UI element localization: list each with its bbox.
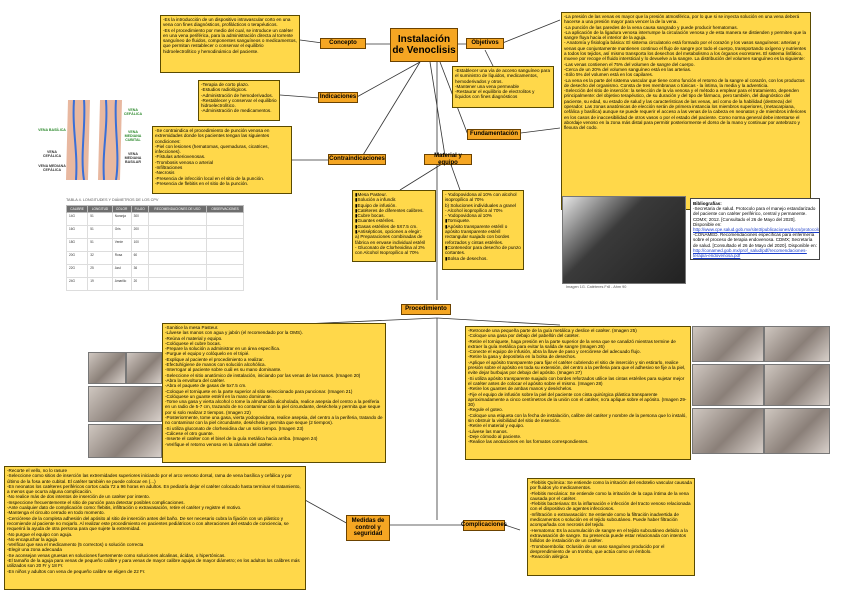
vein-label: VENA CEFÁLICA — [42, 150, 62, 158]
vein-label: VENA MEDIANA BASILAR — [124, 152, 142, 164]
contraindicaciones-text: -Se contraindica el procedimiento de pun… — [152, 126, 292, 194]
procedure-photo — [88, 424, 162, 458]
material-list-left: ▮Mesa Pasteur. ▮Solución a infundir. ▮Eq… — [352, 190, 436, 262]
procedimiento-right-text: -Retrocede una pequeña parte de la guía … — [465, 326, 691, 460]
table-header: CALIBRE — [65, 205, 89, 213]
bibliography-link[interactable]: http://www.cpe.salud.gob.mx/site3/public… — [693, 227, 820, 233]
header-concepto: Concepto — [320, 38, 366, 49]
header-indicaciones: Indicaciones — [318, 92, 358, 103]
header-contraindicaciones: Contraindicaciones — [328, 154, 386, 165]
catheter-caption: Imagen 1G. Catéteres Fr8 - Ahm 90 — [566, 285, 627, 289]
bibliography-entry: -Secretaria de salud. Protocolo para el … — [693, 206, 816, 227]
procedure-photo — [126, 352, 162, 384]
table-header: OBSERVACIONES — [206, 205, 244, 213]
vein-label: VENA BASÍLICA — [38, 128, 66, 132]
header-material: Material y equipo — [424, 153, 472, 166]
procedure-photo — [88, 386, 162, 422]
indicaciones-text: -Terapia de corto plazo. -Estudios radio… — [198, 80, 280, 121]
vein-label: VENA MEDIANA CUBITAL — [124, 130, 142, 142]
medidas-text: -Recorte el vello, no lo rasure -Selecci… — [4, 466, 306, 590]
catheter-photo — [562, 196, 686, 284]
vein-label: VENA MEDIANA CEFÁLICA — [38, 164, 66, 172]
header-medidas: Medidas de control y seguridad — [346, 515, 390, 541]
table-header: LONGITUD — [87, 205, 113, 213]
vein-label: VENA CEFÁLICA — [123, 108, 143, 116]
vein-anatomy-figure: VENA BASÍLICA VENA CEFÁLICA VENA MEDIANA… — [38, 100, 144, 180]
table-header: FLUJO — [130, 205, 149, 213]
main-title: Instalación de Venoclisis — [390, 28, 458, 62]
procedure-photo — [692, 326, 764, 362]
bibliography-link[interactable]: http://conamed.gob.mx/prof_salud/pdf/rec… — [693, 247, 807, 259]
procedure-photo — [692, 408, 764, 454]
header-procedimiento: Procedimiento — [401, 304, 451, 315]
catheter-table: CALIBRE LONGITUD COLOR FLUJO RECOMENDACI… — [65, 205, 244, 291]
procedure-photo — [88, 352, 126, 384]
procedure-photo — [764, 364, 830, 406]
procedimiento-left-text: -Sanitice la mesa Pasteur. -Lávese las m… — [162, 323, 386, 463]
arm-veins-image — [66, 100, 122, 180]
objetivos-text: -Establecer una vía de acceso sanguíneo … — [452, 66, 554, 108]
complicaciones-text: -Flebitis Química: Se entiende como la i… — [527, 478, 695, 576]
procedure-photo — [764, 326, 830, 362]
procedure-photo — [764, 408, 830, 454]
table-header: COLOR — [111, 205, 132, 213]
table-header: RECOMENDACIONES DE USO — [147, 205, 208, 213]
bibliography-title: Bibliografías: — [693, 201, 722, 206]
header-objetivos: Objetivos — [466, 38, 504, 49]
header-complicaciones: Complicaciones — [461, 520, 507, 531]
header-fundamentacion: Fundamentación — [467, 129, 521, 140]
bibliography-entry: -CONAMED. Recomendaciones específicas pa… — [693, 232, 817, 248]
table-caption: TABLA 4. LONGITUDES Y DIÁMETROS DE LOS C… — [66, 198, 159, 202]
material-list-right: - Yodopovidona al 10% con alcohol isopro… — [442, 190, 524, 270]
concepto-text: -Es la introducción de un dispositivo in… — [160, 15, 300, 73]
procedure-photo — [692, 364, 764, 406]
bibliography: Bibliografías: -Secretaria de salud. Pro… — [690, 198, 820, 260]
fundamentacion-text: -La presión de las venas es mayor que la… — [561, 12, 811, 210]
